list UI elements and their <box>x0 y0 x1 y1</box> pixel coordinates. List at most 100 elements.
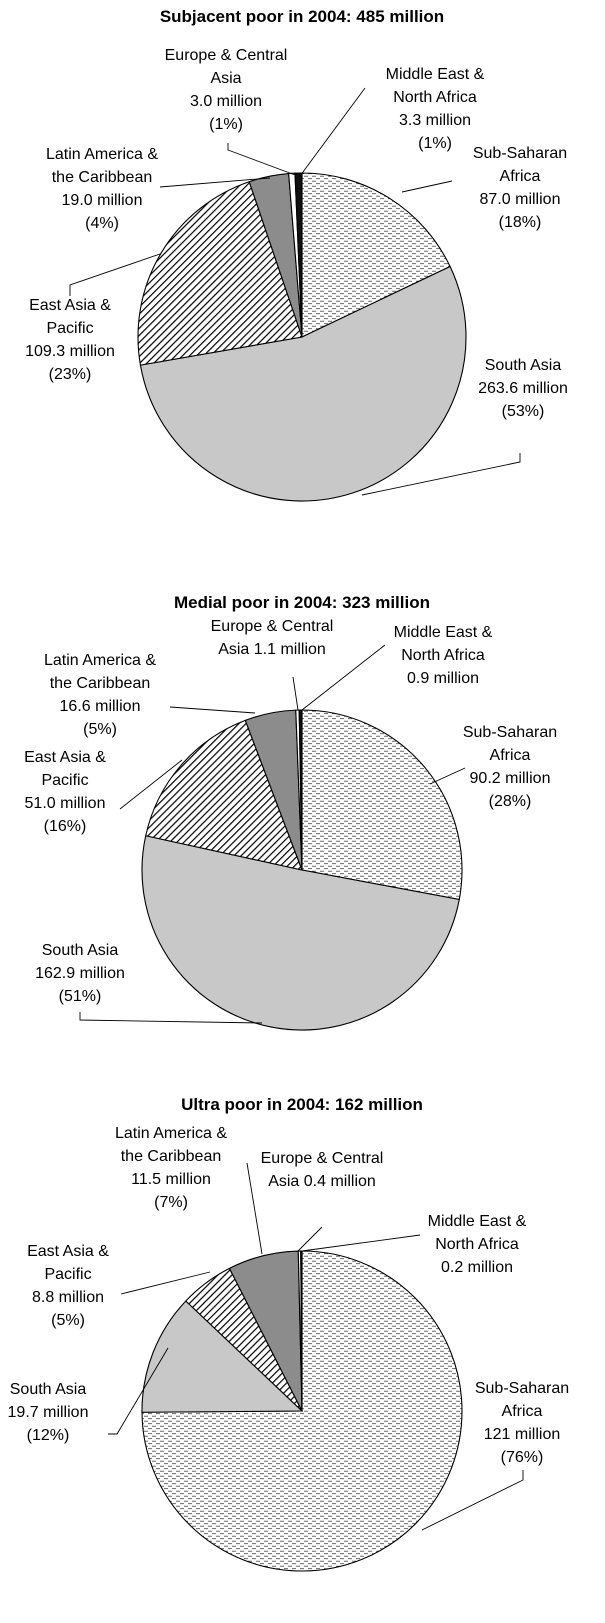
slice-label-line: South Asia <box>10 1381 87 1398</box>
leader-line-europe-central-asia <box>227 143 296 176</box>
slice-label-line: 16.6 million <box>60 698 141 715</box>
leader-line-east-asia-pacific <box>120 1271 211 1295</box>
leader-line-east-asia-pacific <box>119 759 183 810</box>
pie-slice-middle-east-north-africa <box>300 1250 303 1412</box>
leader-line-south-asia <box>108 1347 169 1435</box>
slice-label-line: North Africa <box>401 647 485 664</box>
pie-slice-south-asia <box>139 265 467 502</box>
slice-label-line: Sub-Saharan <box>473 145 567 162</box>
slice-label-line: Europe & Central <box>261 1150 384 1167</box>
slice-label-line: Asia <box>210 70 241 87</box>
chart-title: Medial poor in 2004: 323 million <box>174 593 430 612</box>
slice-label-line: Latin America & <box>115 1125 227 1142</box>
slice-label-line: Pacific <box>41 772 88 789</box>
slice-label-line: 0.2 million <box>441 1259 513 1276</box>
slice-label-line: 162.9 million <box>35 965 125 982</box>
slice-label-line: 87.0 million <box>480 191 561 208</box>
slice-label-middle-east-north-africa: Middle East & North Africa 0.9 million <box>394 624 493 687</box>
pie-slice-south-asia <box>141 1300 304 1413</box>
slice-label-line: 0.9 million <box>407 670 479 687</box>
slice-label-line: 90.2 million <box>470 770 551 787</box>
slice-label-line: (12%) <box>27 1427 70 1444</box>
slice-label-line: South Asia <box>485 357 562 374</box>
pie-slice-east-asia-pacific <box>137 181 303 366</box>
slice-label-line: North Africa <box>435 1236 519 1253</box>
slice-label-line: the Caribbean <box>121 1148 222 1165</box>
pie-slice-sub-saharan-africa <box>301 172 451 338</box>
slice-label-line: East Asia & <box>29 297 111 314</box>
slice-label-line: 121 million <box>484 1426 560 1443</box>
pie-slice-south-asia <box>141 835 460 1031</box>
slice-label-line: (1%) <box>418 135 452 152</box>
pie-chart-1: Subjacent poor in 2004: 485 millionSub-S… <box>25 7 568 502</box>
slice-label-line: Middle East & <box>394 624 493 641</box>
slice-label-line: Middle East & <box>428 1213 527 1230</box>
slice-label-line: North Africa <box>393 89 477 106</box>
chart-title: Subjacent poor in 2004: 485 million <box>160 7 444 26</box>
leader-line-latin-america-the-caribbean <box>159 177 271 188</box>
slice-label-line: 8.8 million <box>32 1289 104 1306</box>
slice-label-south-asia: South Asia 162.9 million (51%) <box>35 942 125 1005</box>
slice-label-middle-east-north-africa: Middle East & North Africa 0.2 million <box>428 1213 527 1276</box>
slice-label-line: Pacific <box>44 1266 91 1283</box>
pie-slice-sub-saharan-africa <box>141 1250 463 1572</box>
slice-label-line: (51%) <box>59 988 102 1005</box>
slice-label-line: 19.7 million <box>8 1404 89 1421</box>
leader-line-south-asia <box>79 1012 263 1024</box>
leader-line-middle-east-north-africa <box>299 87 366 177</box>
slice-label-line: 263.6 million <box>478 380 568 397</box>
slice-label-line: (76%) <box>501 1449 544 1466</box>
slice-label-line: Latin America & <box>44 652 156 669</box>
slice-label-line: East Asia & <box>27 1243 109 1260</box>
slice-label-latin-america-the-caribbean: Latin America & the Caribbean 16.6 million… <box>44 652 156 738</box>
leader-line-sub-saharan-africa <box>421 1470 524 1531</box>
leader-line-latin-america-the-caribbean <box>246 1162 263 1255</box>
slice-label-south-asia: South Asia 19.7 million (12%) <box>8 1381 89 1444</box>
slice-label-line: Asia 1.1 million <box>218 641 326 658</box>
slice-label-line: 109.3 million <box>25 343 115 360</box>
leader-line-east-asia-pacific <box>69 253 161 296</box>
leader-line-middle-east-north-africa <box>301 644 386 711</box>
slice-label-line: (16%) <box>44 818 87 835</box>
leader-line-middle-east-north-africa <box>301 1234 421 1252</box>
slice-label-line: (28%) <box>489 793 532 810</box>
slice-label-line: Sub-Saharan <box>475 1380 569 1397</box>
slice-label-line: Europe & Central <box>165 47 288 64</box>
slice-label-line: South Asia <box>42 942 119 959</box>
slice-label-line: Pacific <box>46 320 93 337</box>
slice-label-line: Asia 0.4 million <box>268 1173 376 1190</box>
leader-line-latin-america-the-caribbean <box>169 706 256 714</box>
leader-line-europe-central-asia <box>297 1226 323 1252</box>
slice-label-line: the Caribbean <box>52 169 153 186</box>
slice-label-line: Sub-Saharan <box>463 724 557 741</box>
slice-label-line: Africa <box>500 168 541 185</box>
slice-label-line: (5%) <box>83 721 117 738</box>
slice-label-line: 19.0 million <box>62 192 143 209</box>
slice-label-line: (4%) <box>85 215 119 232</box>
slice-label-line: (18%) <box>499 214 542 231</box>
slice-label-line: (1%) <box>209 116 243 133</box>
leader-line-europe-central-asia <box>292 676 299 711</box>
slice-label-line: 51.0 million <box>25 795 106 812</box>
slice-label-east-asia-pacific: East Asia & Pacific 51.0 million (16%) <box>24 749 106 835</box>
leader-line-sub-saharan-africa <box>401 180 453 193</box>
slice-label-line: the Caribbean <box>50 675 151 692</box>
pie-chart-3: Ultra poor in 2004: 162 millionSub-Sahar… <box>8 1095 569 1572</box>
slice-label-line: 11.5 million <box>131 1171 211 1188</box>
slice-label-line: Africa <box>502 1403 543 1420</box>
slice-label-line: 3.3 million <box>399 112 471 129</box>
slice-label-line: (7%) <box>154 1194 188 1211</box>
pie-slice-middle-east-north-africa <box>298 709 303 871</box>
slice-label-line: East Asia & <box>24 749 106 766</box>
